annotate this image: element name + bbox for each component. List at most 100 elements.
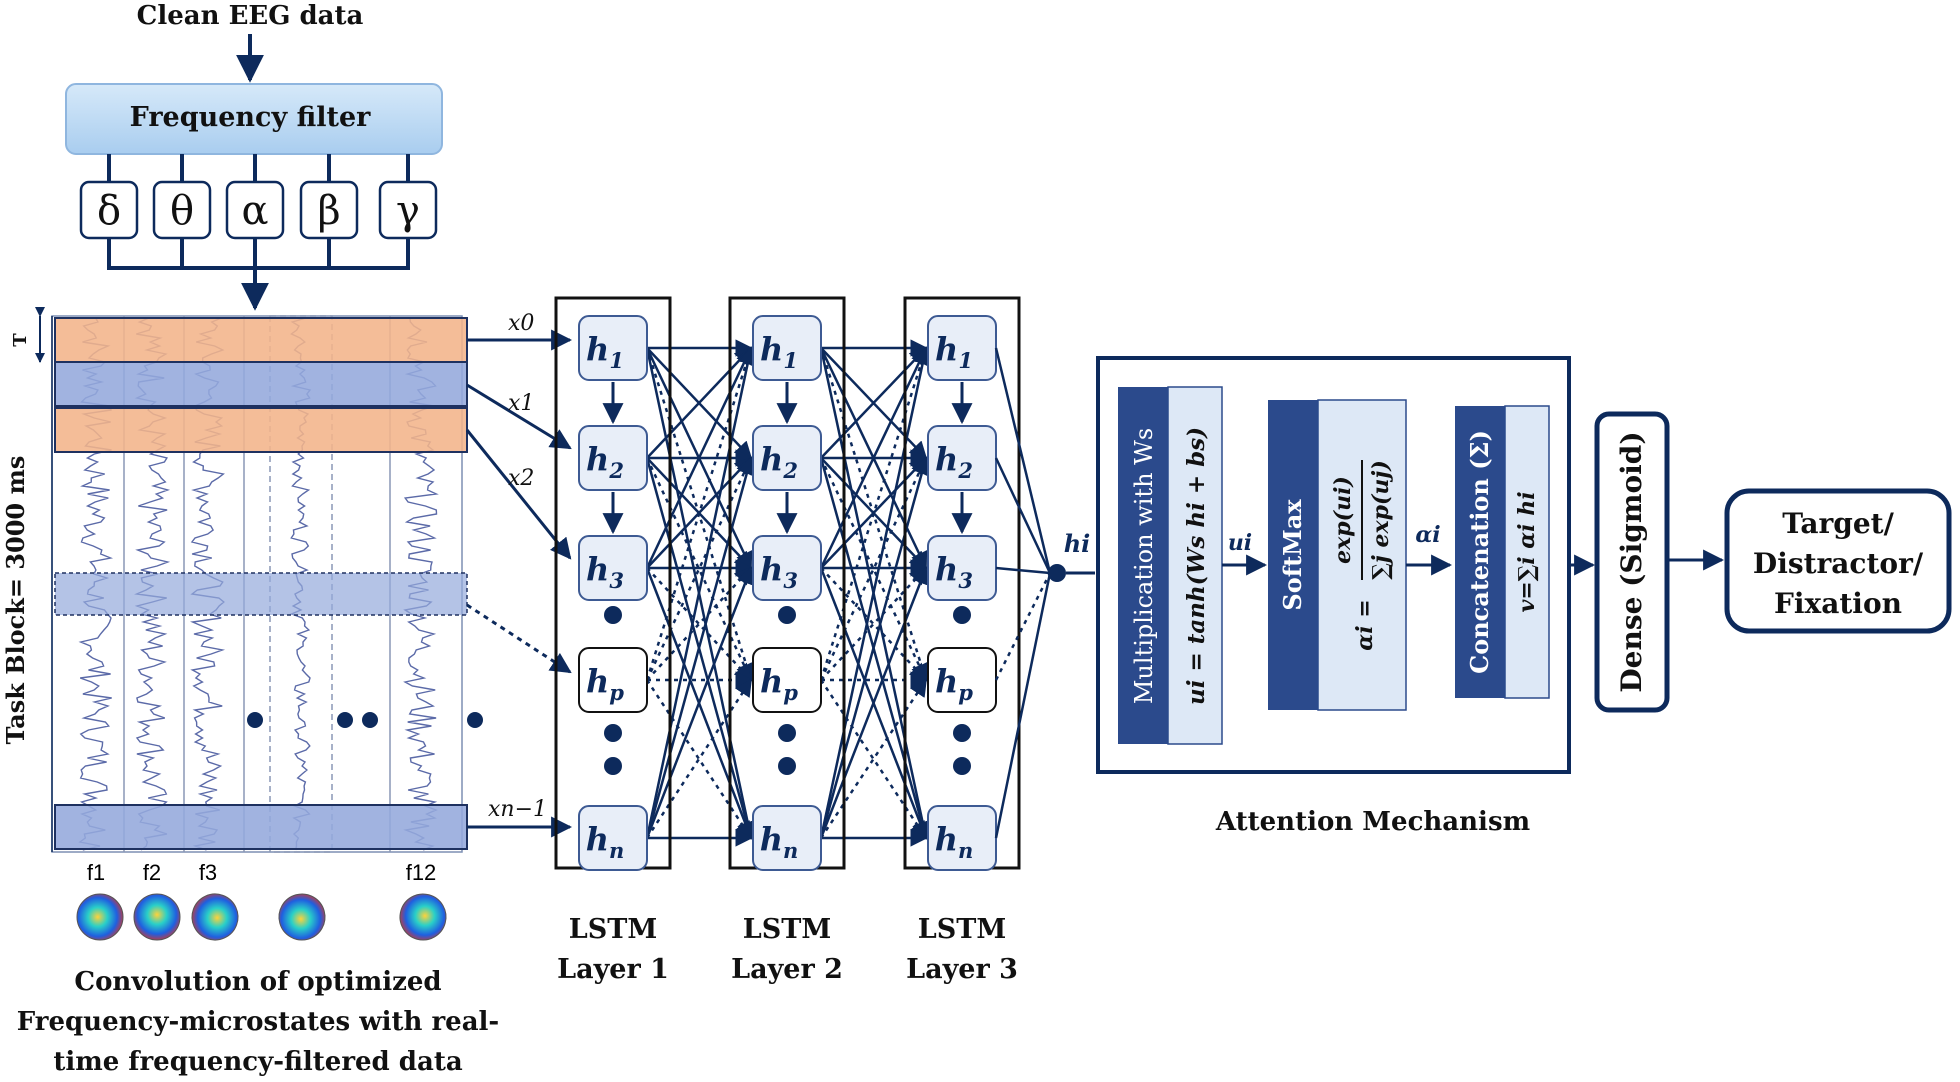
att-step3-formula-bar [1504, 405, 1550, 699]
lstm-node-h1: h1 [760, 330, 798, 373]
lstm-node-h2: h2 [760, 440, 798, 483]
att-step1-title-bar [1118, 387, 1168, 744]
lstm-connections [645, 339, 932, 847]
att-step1-title: Multiplication with Ws [1130, 428, 1158, 704]
output-box [1724, 488, 1952, 634]
filter-connectors [107, 154, 410, 270]
lstm-link [645, 566, 754, 839]
channel-label-f12: f12 [406, 860, 437, 885]
att-step3-formula: v=∑i αi hi [1514, 491, 1540, 612]
lstm-link [646, 566, 753, 681]
lstm-node-box [752, 647, 822, 713]
lstm-link [645, 346, 755, 681]
lstm-link [646, 567, 753, 682]
lstm-link [819, 566, 929, 839]
eeg-caption-line1: Convolution of optimized [74, 967, 441, 997]
band-orange-2 [54, 407, 468, 453]
band-delta: δ [97, 188, 121, 234]
lstm-layer-label-top: LSTM [743, 914, 831, 945]
lstm-node-hn: hn [586, 820, 625, 863]
lstm-node-box [578, 647, 648, 713]
lstm-node-box [578, 315, 648, 381]
band-gamma: γ [396, 188, 420, 234]
task-block-label: Task Block= 3000 ms [1, 456, 30, 745]
eeg-panel [51, 315, 483, 853]
channel-label-f1: f1 [87, 860, 105, 885]
band-blue-1 [54, 361, 468, 407]
ellipsis-dot [778, 757, 796, 775]
channel-label-f3: f3 [199, 860, 217, 885]
lstm-link [820, 567, 928, 682]
band-blue-last [54, 804, 468, 850]
ellipsis-dot [604, 606, 622, 624]
att-step2-formula: αi = exp(ui) ∑j exp(uj) [1330, 460, 1394, 651]
aggregation-line [994, 347, 1052, 574]
hidden-state-junction [1048, 564, 1066, 582]
hidden-aggregation-lines [994, 347, 1052, 839]
lstm-node-box [578, 805, 648, 871]
input-title: Clean EEG data [137, 1, 364, 31]
lstm-layer-label-top: LSTM [569, 914, 657, 945]
ellipsis-dot [362, 712, 378, 728]
ellipsis-dot [778, 724, 796, 742]
att-step2-numerator: exp(ui) [1330, 476, 1356, 564]
att-step2-title-bar [1268, 400, 1318, 710]
lstm-layer-label-bottom: Layer 3 [906, 954, 1018, 985]
aggregation-line [994, 572, 1052, 839]
topomap-head [399, 893, 447, 941]
eeg-caption-line3: time frequency-filtered data [53, 1047, 463, 1077]
lstm-link [645, 346, 757, 839]
input-xn-1: xn−1 [488, 797, 547, 822]
ellipsis-dot [953, 757, 971, 775]
ellipsis-dot [604, 757, 622, 775]
topomap-head [191, 893, 239, 941]
att-step2-title: SoftMax [1278, 499, 1307, 611]
band-blue-dotted [54, 572, 468, 616]
band-box-delta [79, 180, 139, 240]
ellipsis-dot [247, 712, 263, 728]
att-step2-lhs: αi = [1352, 599, 1378, 650]
band-beta: β [317, 188, 340, 234]
lstm-link [819, 456, 931, 839]
ui-label: ui [1228, 530, 1252, 556]
attention-title: Attention Mechanism [1215, 807, 1530, 837]
band-box-alpha [225, 180, 285, 240]
input-x0: x0 [508, 311, 534, 336]
band-box-theta [152, 180, 212, 240]
lstm-link [820, 346, 928, 459]
aggregation-line [994, 572, 1052, 681]
hidden-label: hi [1064, 529, 1091, 558]
t-label: T [10, 333, 31, 347]
lstm-node-box [752, 425, 822, 491]
lstm-node-box [578, 535, 648, 601]
lstm-node-h1: h1 [586, 330, 624, 373]
input-x2: x2 [508, 466, 534, 491]
band-theta: θ [170, 188, 194, 234]
input-arrows [465, 329, 573, 838]
ellipsis-dot [953, 606, 971, 624]
dense-box [1594, 411, 1670, 713]
topomap-head [133, 893, 181, 941]
output-line1: Target/ [1782, 507, 1894, 540]
channel-label-f2: f2 [143, 860, 161, 885]
output-line3: Fixation [1774, 587, 1902, 620]
lstm-link [819, 346, 930, 681]
band-box-beta [299, 180, 359, 240]
lstm-link [819, 346, 932, 839]
frequency-filter-title: Frequency filter [130, 102, 371, 133]
lstm-layer-label-bottom: Layer 1 [557, 954, 669, 985]
aggregation-line [995, 566, 1051, 575]
lstm-link [820, 566, 928, 681]
ellipsis-dot [467, 712, 483, 728]
band-orange-1 [54, 317, 468, 363]
dense-label: Dense (Sigmoid) [1615, 431, 1648, 692]
ellipsis-dot [953, 724, 971, 742]
lstm-layer-label-top: LSTM [918, 914, 1006, 945]
band-boxes: δ θ α β γ [79, 180, 438, 240]
lstm-link [820, 456, 928, 569]
input-x1: x1 [508, 391, 534, 416]
